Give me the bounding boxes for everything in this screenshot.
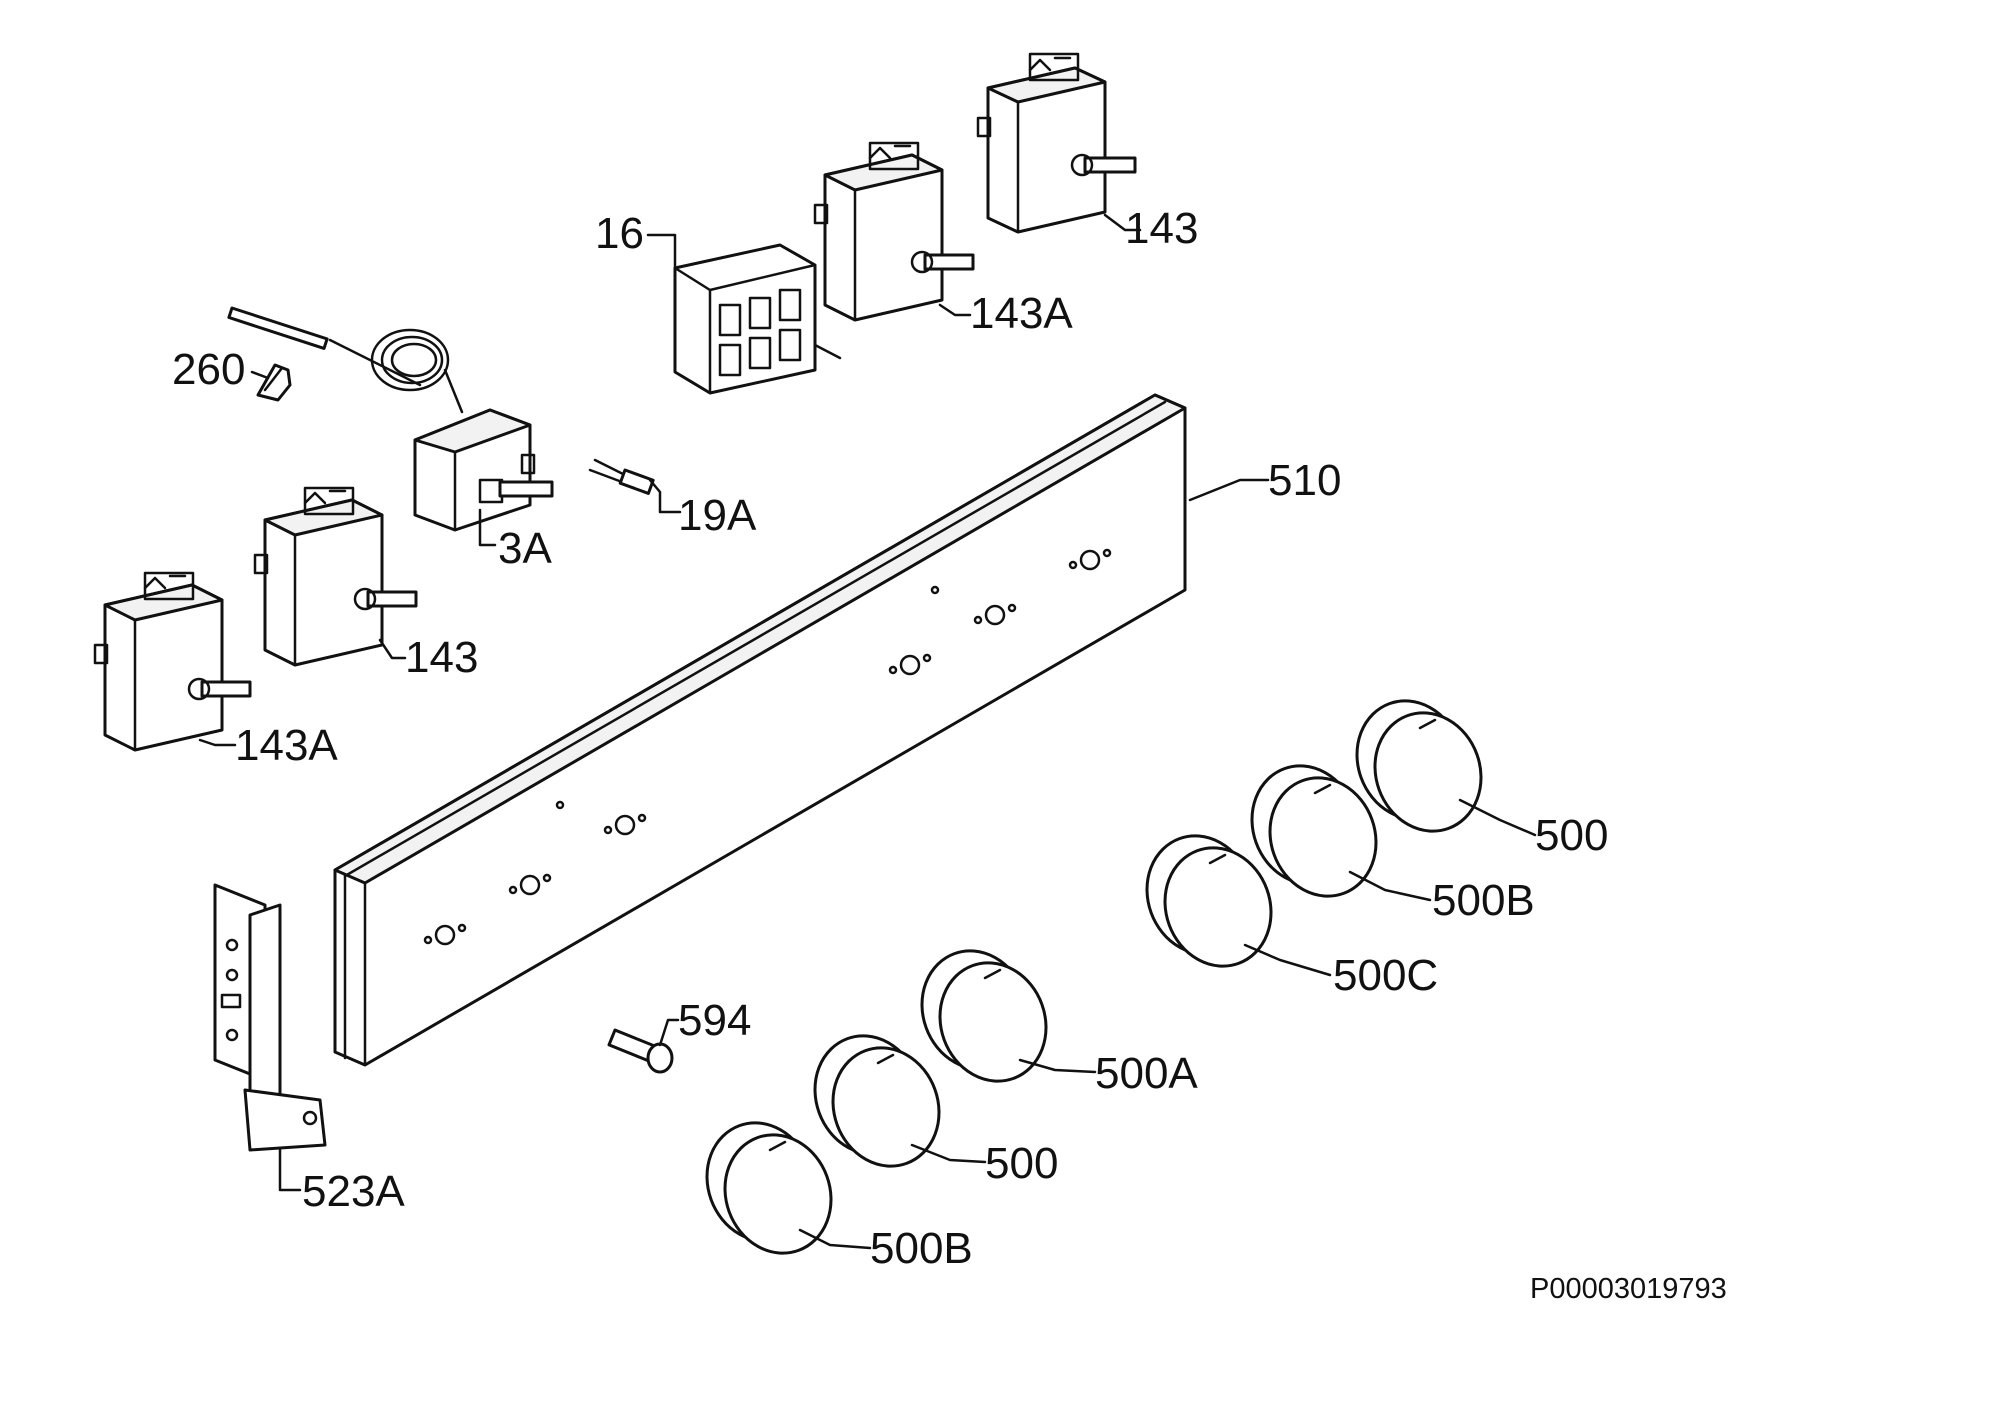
switch-143a-left: [93, 571, 252, 752]
label-523a: 523A: [302, 1167, 405, 1216]
panel-holes: [423, 548, 1112, 946]
label-500a: 500A: [1095, 1049, 1198, 1098]
label-500c: 500C: [1333, 951, 1438, 1000]
switch-143-top: [976, 52, 1137, 234]
capillary-tube: [227, 306, 464, 414]
knob-500b-bottom: [705, 1121, 833, 1255]
contact-block-16: [673, 243, 842, 395]
label-3a: 3A: [498, 524, 552, 573]
label-143a-top: 143A: [970, 289, 1073, 338]
label-510: 510: [1268, 456, 1341, 505]
switch-143a-top: [813, 141, 975, 322]
switch-143-mid: [253, 486, 418, 667]
leader-lines: [198, 213, 1537, 1250]
screw-594: [607, 1028, 674, 1074]
label-500-bottom: 500: [985, 1139, 1058, 1188]
label-19a: 19A: [678, 491, 757, 540]
part-labels: 16 143 143A 260 19A 3A 143 143A 510 500 …: [172, 204, 1608, 1273]
label-143a-left: 143A: [235, 721, 338, 770]
knob-500b-top: [1250, 764, 1378, 898]
knob-500-top: [1355, 699, 1483, 833]
label-500-top: 500: [1535, 811, 1608, 860]
label-500b-bottom: 500B: [870, 1224, 973, 1273]
label-16: 16: [595, 209, 644, 258]
bracket-523a: [213, 883, 327, 1152]
label-143-mid: 143: [405, 633, 478, 682]
knob-500a: [920, 949, 1048, 1083]
knob-500-bottom: [813, 1034, 941, 1168]
control-panel-510: [333, 393, 1187, 1067]
clip-260: [256, 363, 292, 402]
label-500b-top: 500B: [1432, 876, 1535, 925]
knob-500c: [1145, 834, 1273, 968]
drawing-code: P00003019793: [1530, 1273, 1727, 1305]
thermostat-3a: [413, 408, 554, 532]
label-594: 594: [678, 996, 751, 1045]
label-143-top: 143: [1125, 204, 1198, 253]
label-260: 260: [172, 345, 245, 394]
pin-19a: [588, 458, 655, 495]
